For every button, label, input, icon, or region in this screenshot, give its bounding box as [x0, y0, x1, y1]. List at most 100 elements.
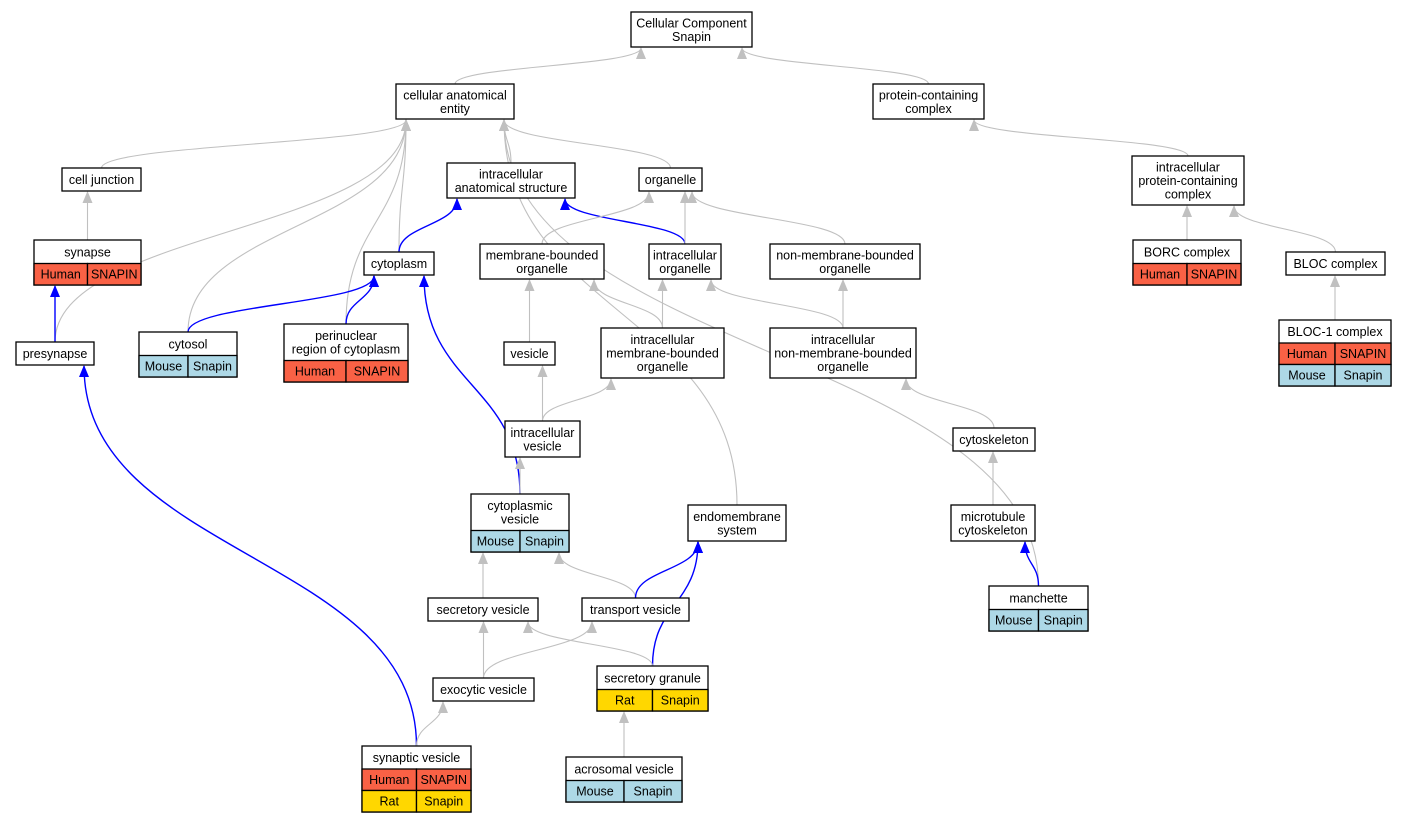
node-label-line: presynapse	[23, 347, 88, 361]
node-label-line: vesicle	[510, 347, 548, 361]
node-label-line: secretory granule	[604, 671, 701, 685]
node-inmbo[interactable]: intracellularnon-membrane-boundedorganel…	[769, 327, 917, 379]
gene-cell	[345, 359, 409, 383]
species-label: Mouse	[576, 785, 614, 799]
node-label-line: cytoskeleton	[958, 523, 1028, 537]
node-vesicle[interactable]: vesicle	[503, 341, 556, 366]
node-secves[interactable]: secretory vesicle	[427, 597, 539, 622]
species-label: Mouse	[995, 614, 1033, 628]
node-label-line: membrane-bounded	[486, 248, 599, 262]
node-organelle[interactable]: organelle	[638, 167, 703, 192]
node-label-line: endomembrane	[693, 510, 781, 524]
node-label-line: cytoplasm	[371, 257, 427, 271]
node-box	[872, 83, 985, 120]
gene-cell	[1334, 363, 1392, 387]
node-label-line: organelle	[645, 173, 696, 187]
node-exoves[interactable]: exocytic vesicle	[432, 677, 535, 702]
species-label: Human	[295, 365, 335, 379]
node-label-line: organelle	[659, 262, 710, 276]
node-cytoskel[interactable]: cytoskeleton	[952, 427, 1036, 452]
node-label-line: synapse	[64, 245, 111, 259]
node-box	[769, 327, 917, 379]
node-label-line: BLOC-1 complex	[1287, 325, 1383, 339]
edge-io-to-ias	[560, 198, 686, 245]
node-box	[427, 597, 539, 622]
edge-transves-to-cvesicle	[554, 552, 637, 599]
node-label-line: intracellular	[653, 248, 717, 262]
species-label: Human	[369, 773, 409, 787]
node-box	[504, 420, 581, 458]
edge-synves-to-presynapse	[79, 365, 418, 747]
species-label: Mouse	[1288, 369, 1326, 383]
node-cytoplasm[interactable]: cytoplasm	[363, 251, 435, 276]
node-label-line: vesicle	[501, 513, 539, 527]
node-cjunc[interactable]: cell junction	[61, 167, 142, 192]
node-label-line: BORC complex	[1144, 245, 1231, 259]
edge-transves-to-endo	[634, 541, 703, 599]
node-bloc[interactable]: BLOC complex	[1285, 251, 1386, 276]
edge-imbo-to-mbo	[589, 279, 664, 329]
node-box	[638, 167, 703, 192]
gene-label: Snapin	[1044, 614, 1083, 628]
edge-cytoskel-to-inmbo	[901, 378, 995, 429]
node-box	[363, 251, 435, 276]
gene-label: Snapin	[193, 360, 232, 374]
edge-cytosol-to-cytoplasm	[187, 275, 379, 333]
node-box	[600, 327, 725, 379]
node-label-line: Cellular Component	[636, 16, 747, 30]
node-presynapse[interactable]: presynapse	[15, 341, 95, 366]
gene-cell	[651, 688, 709, 712]
node-label-line: vesicle	[523, 439, 561, 453]
edge-cytoplasm-to-ias	[398, 198, 462, 253]
node-label-line: transport vesicle	[590, 603, 681, 617]
node-label-line: secretory vesicle	[436, 603, 529, 617]
node-box	[15, 341, 95, 366]
node-box	[479, 243, 605, 280]
edge-presynapse-to-cae	[54, 119, 411, 343]
node-transves[interactable]: transport vesicle	[581, 597, 690, 622]
node-label-line: cellular anatomical	[403, 88, 507, 102]
edge-ipcc-to-pcc	[969, 119, 1189, 157]
edge-pcc-to-root	[737, 47, 930, 85]
node-label-line: BLOC complex	[1293, 257, 1378, 271]
edge-layer	[50, 47, 1340, 758]
node-box	[581, 597, 690, 622]
node-label-line: membrane-bounded	[606, 347, 719, 361]
edge-cytoplasm-to-cae	[398, 119, 411, 253]
node-label-line: cytoskeleton	[959, 433, 1029, 447]
gene-cell	[187, 354, 238, 378]
node-box	[1131, 155, 1245, 206]
gene-label: SNAPIN	[354, 365, 401, 379]
gene-label: Snapin	[525, 535, 564, 549]
node-label-line: Snapin	[672, 30, 711, 44]
node-label-line: region of cytoplasm	[292, 343, 400, 357]
edge-cae-to-root	[454, 47, 646, 85]
species-label: Human	[1140, 268, 1180, 282]
gene-label: SNAPIN	[91, 268, 138, 282]
node-box	[952, 427, 1036, 452]
gene-label: SNAPIN	[1340, 347, 1387, 361]
